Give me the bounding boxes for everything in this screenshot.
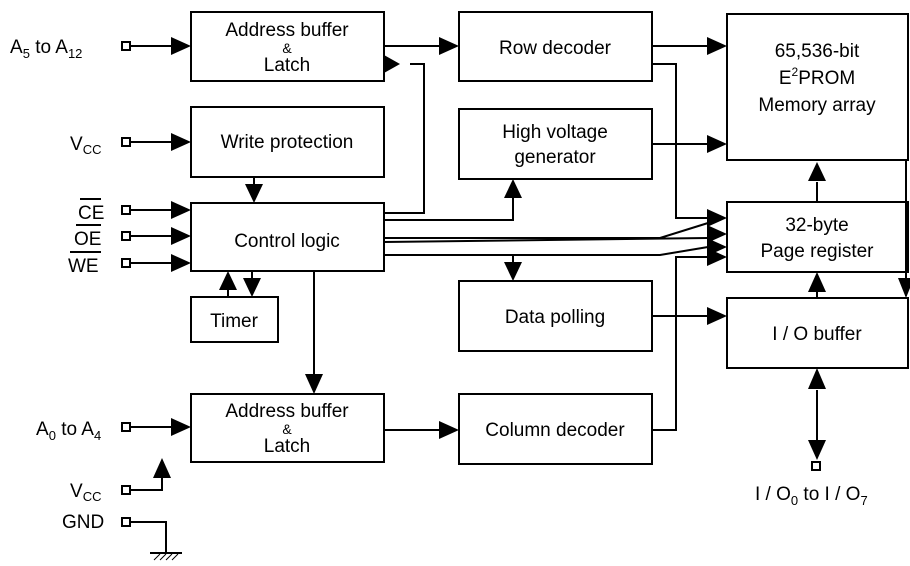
page-register-line1: 32-byte xyxy=(785,215,848,236)
pin-label-io: I / O0 to I / O7 xyxy=(755,484,868,508)
timer: Timer xyxy=(190,296,279,343)
page-register-line2: Page register xyxy=(760,241,874,262)
pin-label-a5-a12: A5 to A12 xyxy=(10,37,82,61)
pin-label-vcc-bottom: VCC xyxy=(70,481,101,504)
write-protection: Write protection xyxy=(190,106,385,178)
timer-label: Timer xyxy=(210,311,259,332)
pin-label-a0-a4: A0 to A4 xyxy=(36,419,101,443)
memory-array-e: E xyxy=(779,68,792,89)
pin-ce xyxy=(121,205,131,215)
address-buffer-lower-line1: Address buffer xyxy=(225,401,349,422)
control-logic: Control logic xyxy=(190,202,385,272)
ground-symbol xyxy=(153,553,179,561)
column-decoder-label: Column decoder xyxy=(485,420,625,441)
pin-a5-a12 xyxy=(121,41,131,51)
pin-vcc-bottom xyxy=(121,485,131,495)
high-voltage-line1: High voltage xyxy=(502,122,608,143)
signal-wires xyxy=(130,45,907,554)
address-buffer-lower-line2: Latch xyxy=(264,436,310,457)
pin-we xyxy=(121,258,131,268)
pin-oe xyxy=(121,231,131,241)
pin-label-ce: CE xyxy=(78,203,104,224)
write-protection-label: Write protection xyxy=(221,132,354,153)
page-register: 32-byte Page register xyxy=(726,201,909,273)
memory-array-line3: Memory array xyxy=(758,95,876,116)
address-buffer-upper-line1: Address buffer xyxy=(225,20,349,41)
memory-array: 65,536-bit E2PROM Memory array xyxy=(726,13,909,161)
data-polling: Data polling xyxy=(458,280,653,352)
data-polling-label: Data polling xyxy=(505,307,605,328)
memory-array-line2: E2PROM xyxy=(779,65,855,89)
io-buffer-label: I / O buffer xyxy=(772,324,862,345)
pin-gnd xyxy=(121,517,131,527)
pin-io xyxy=(811,461,821,471)
memory-array-sup: 2 xyxy=(792,65,799,79)
high-voltage-generator: High voltage generator xyxy=(458,108,653,180)
pin-label-vcc-top: VCC xyxy=(70,134,101,157)
row-decoder-label: Row decoder xyxy=(499,38,612,59)
row-decoder: Row decoder xyxy=(458,11,653,82)
pin-vcc-top xyxy=(121,137,131,147)
pin-label-oe: OE xyxy=(74,229,101,250)
pin-label-we: WE xyxy=(68,256,99,277)
address-buffer-upper-amp: & xyxy=(282,40,292,56)
io-buffer: I / O buffer xyxy=(726,297,909,369)
active-low-overbars xyxy=(70,198,101,253)
memory-array-line1: 65,536-bit xyxy=(775,41,860,62)
column-decoder: Column decoder xyxy=(458,393,653,465)
address-buffer-latch-lower: Address buffer & Latch xyxy=(190,393,385,463)
address-buffer-latch-upper: Address buffer & Latch xyxy=(190,11,385,82)
memory-array-prom: PROM xyxy=(798,68,855,89)
address-buffer-lower-amp: & xyxy=(282,421,292,437)
high-voltage-line2: generator xyxy=(514,147,596,168)
control-logic-label: Control logic xyxy=(234,231,340,252)
pin-a0-a4 xyxy=(121,422,131,432)
address-buffer-upper-line2: Latch xyxy=(264,55,310,76)
arrowheads xyxy=(153,37,910,478)
pin-label-gnd: GND xyxy=(62,512,104,533)
